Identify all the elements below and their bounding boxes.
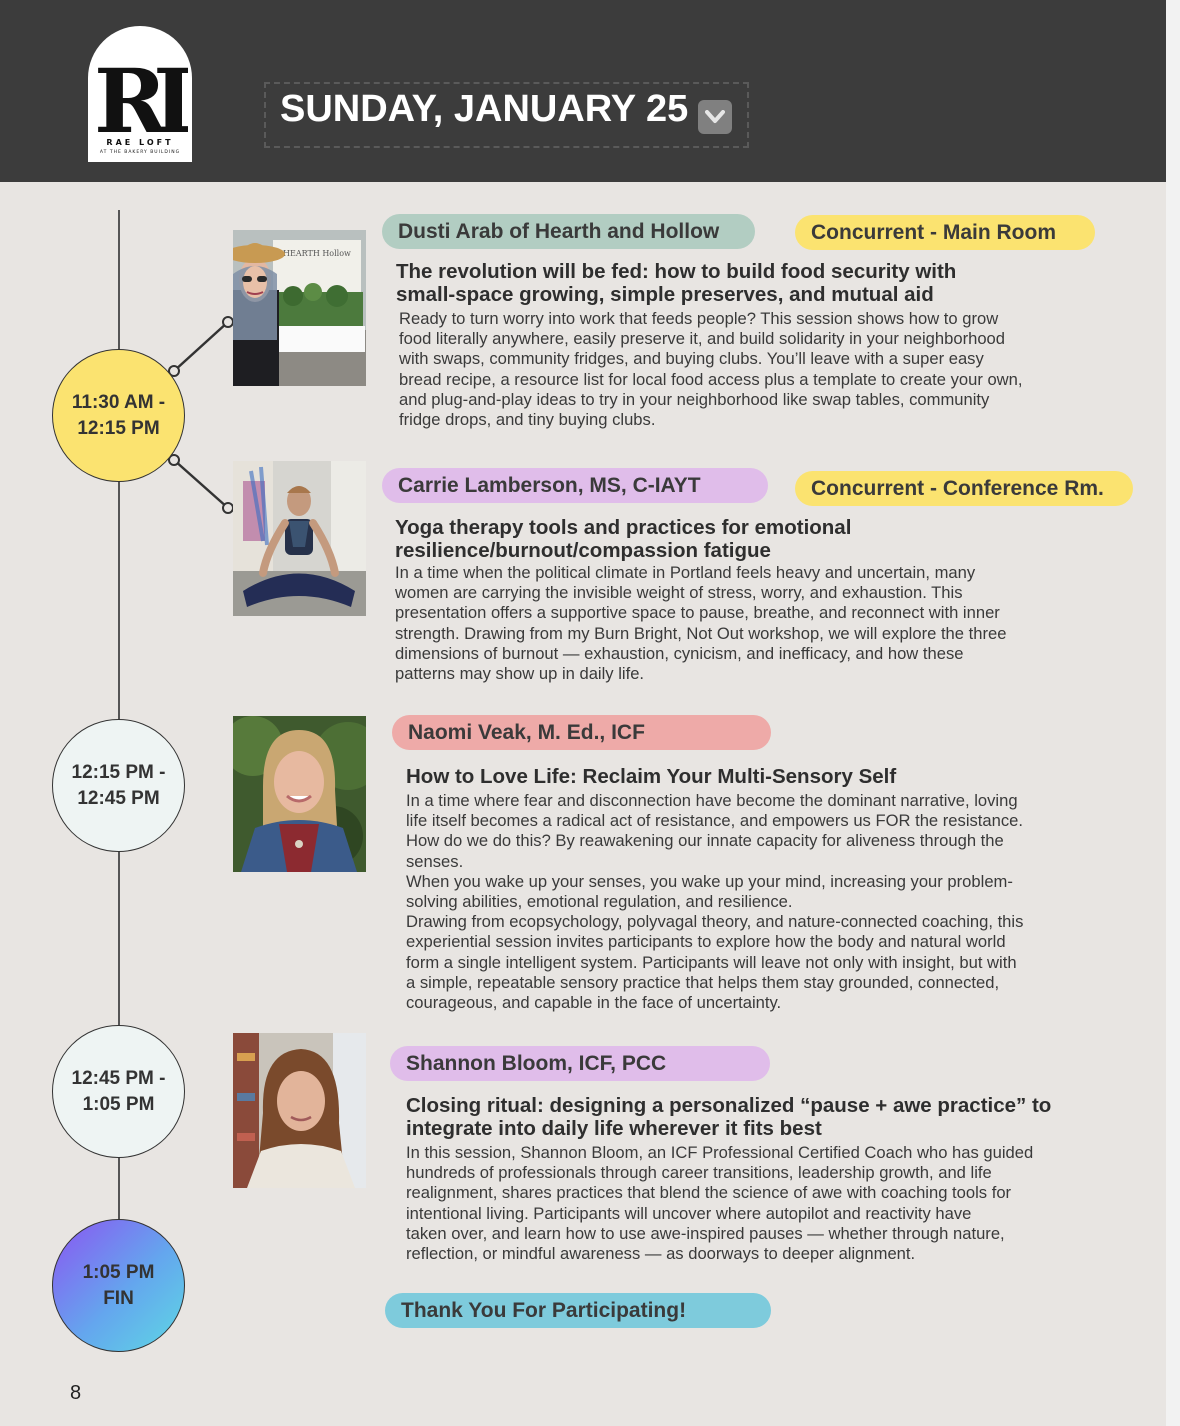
time-slot-fin: 1:05 PM FIN xyxy=(52,1219,185,1352)
location-badge-main-room: Concurrent - Main Room xyxy=(795,215,1095,250)
logo-name: RAE LOFT xyxy=(106,138,174,147)
page-edge xyxy=(1166,0,1180,1426)
date-title: SUNDAY, JANUARY 25 xyxy=(280,88,689,130)
closing-message: Thank You For Participating! xyxy=(385,1293,771,1328)
time-slot-1: 11:30 AM - 12:15 PM xyxy=(52,349,185,482)
speaker-name-dusti: Dusti Arab of Hearth and Hollow xyxy=(382,214,755,249)
session-title: How to Love Life: Reclaim Your Multi-Sen… xyxy=(406,765,897,788)
time-slot-2: 12:15 PM - 12:45 PM xyxy=(52,719,185,852)
speaker-name-shannon: Shannon Bloom, ICF, PCC xyxy=(390,1046,770,1081)
rae-loft-logo: RL RAE LOFT AT THE BAKERY BUILDING xyxy=(88,26,192,162)
session-title: Yoga therapy tools and practices for emo… xyxy=(395,516,852,562)
session-description: In a time where fear and disconnection h… xyxy=(406,791,1024,1013)
date-selector[interactable]: SUNDAY, JANUARY 25 xyxy=(264,82,749,148)
time-slot-3: 12:45 PM - 1:05 PM xyxy=(52,1025,185,1158)
session-title: Closing ritual: designing a personalized… xyxy=(406,1094,1052,1140)
session-description: In this session, Shannon Bloom, an ICF P… xyxy=(406,1143,1034,1264)
header-bar: RL RAE LOFT AT THE BAKERY BUILDING SUNDA… xyxy=(0,0,1166,182)
session-title: The revolution will be fed: how to build… xyxy=(396,260,957,306)
speaker-name-naomi: Naomi Veak, M. Ed., ICF xyxy=(392,715,771,750)
photo-sign-text: HEARTH Hollow xyxy=(283,249,351,258)
logo-subtitle: AT THE BAKERY BUILDING xyxy=(99,150,181,155)
speaker-name-carrie: Carrie Lamberson, MS, C-IAYT xyxy=(382,468,768,503)
speaker-photo-shannon xyxy=(233,1033,366,1188)
time-label: 1:05 PM FIN xyxy=(82,1261,155,1309)
chevron-down-icon[interactable] xyxy=(698,100,732,134)
session-description: Ready to turn worry into work that feeds… xyxy=(399,309,1023,430)
time-label: 12:15 PM - 12:45 PM xyxy=(71,761,166,809)
speaker-photo-carrie xyxy=(233,461,366,616)
rl-logo-mark: RL xyxy=(94,50,188,140)
page-number: 8 xyxy=(70,1382,82,1404)
session-description: In a time when the political climate in … xyxy=(395,563,1007,684)
location-badge-conference-room: Concurrent - Conference Rm. xyxy=(795,471,1133,506)
svg-text:RL: RL xyxy=(94,50,188,140)
speaker-photo-naomi xyxy=(233,716,366,872)
time-label: 11:30 AM - 12:15 PM xyxy=(71,391,166,439)
time-label: 12:45 PM - 1:05 PM xyxy=(71,1067,166,1115)
speaker-photo-dusti: HEARTH Hollow xyxy=(233,230,366,386)
